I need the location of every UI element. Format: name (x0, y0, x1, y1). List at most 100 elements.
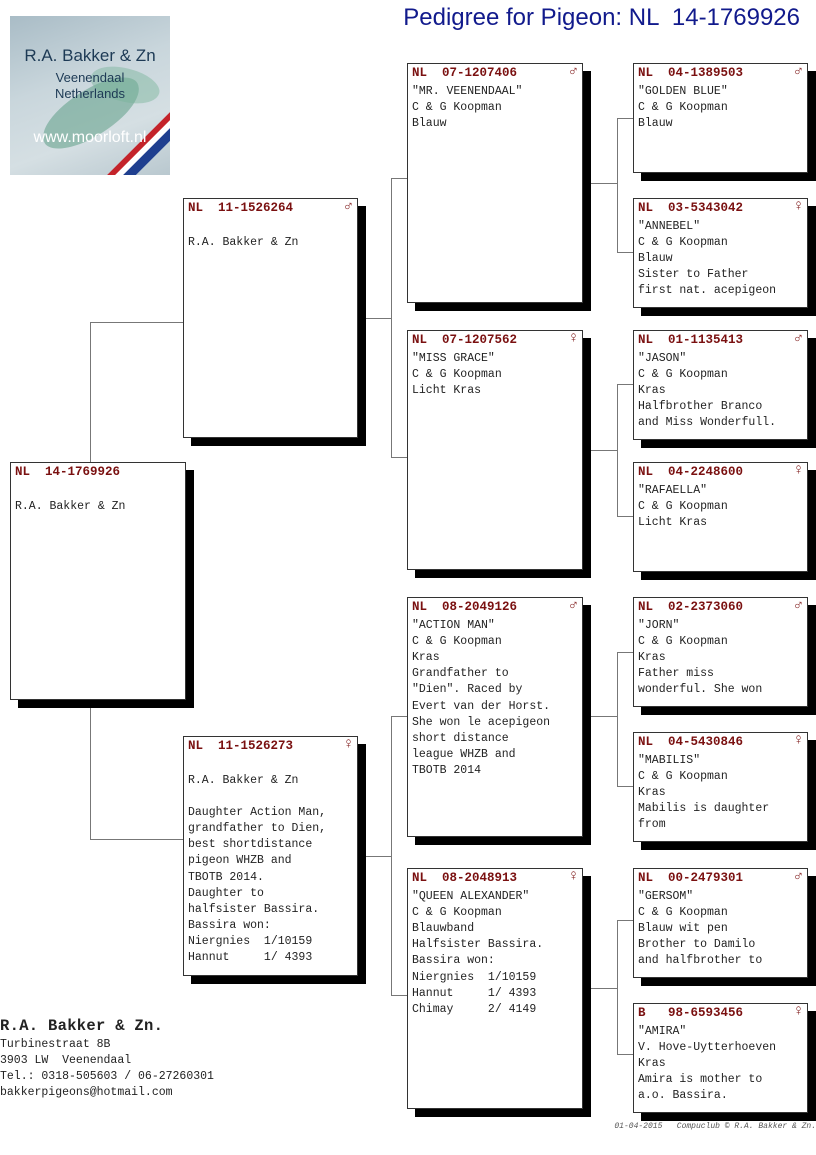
pigeon-info-line: C & G Koopman (638, 635, 728, 649)
ring-number: NL 04-1389503 (638, 66, 744, 80)
pigeon-info-line: Bassira won: (188, 918, 271, 932)
pigeon-info-line: Niergnies 1/10159 (188, 934, 313, 948)
pigeon-info-line: "RAFAELLA" (638, 484, 708, 498)
pigeon-info-line: Chimay 2/ 4149 (412, 1002, 537, 1016)
pigeon-info-line: "AMIRA" (638, 1025, 687, 1039)
ring-number: NL 07-1207406 (412, 66, 518, 80)
pigeon-info-line: pigeon WHZB and (188, 854, 292, 868)
pigeon-info-line: She won le acepigeon (412, 715, 551, 729)
pigeon-info-line: C & G Koopman (638, 236, 728, 250)
sex-symbol-icon: ♀ (568, 330, 578, 347)
pigeon-info-line: Evert van der Horst. (412, 699, 551, 713)
pigeon-info-line: and Miss Wonderfull. (638, 416, 777, 430)
sex-symbol-icon: ♂ (568, 597, 578, 614)
breeder-address: R.A. Bakker & Zn. Turbinestraat 8B 3903 … (0, 1018, 214, 1101)
ring-number-header: NL 11-1526273♀ (188, 737, 353, 754)
sex-symbol-icon: ♂ (793, 63, 803, 80)
sex-symbol-icon: ♂ (793, 868, 803, 885)
connector (617, 920, 633, 921)
pigeon-info-line: "Dien". Raced by (412, 683, 523, 697)
pigeon-card-sire[interactable]: NL 11-1526264♂R.A. Bakker & Zn (183, 198, 358, 438)
connector (90, 708, 91, 839)
pigeon-info-line: Kras (638, 651, 666, 665)
pigeon-info-line: C & G Koopman (638, 770, 728, 784)
pigeon-card-dam-dam[interactable]: NL 08-2048913♀"QUEEN ALEXANDER"C & G Koo… (407, 868, 583, 1109)
sex-symbol-icon: ♂ (793, 597, 803, 614)
pigeon-info-line: Blauwband (412, 922, 475, 936)
connector (617, 384, 633, 385)
sex-symbol-icon: ♀ (793, 732, 803, 749)
pigeon-info-line: "GOLDEN BLUE" (638, 85, 728, 99)
pigeon-info-line: C & G Koopman (638, 368, 728, 382)
ring-number: NL 00-2479301 (638, 871, 744, 885)
sex-symbol-icon: ♂ (343, 198, 353, 215)
pigeon-info-line: short distance (412, 731, 509, 745)
pigeon-info-line: TBOTB 2014. (188, 870, 264, 884)
ring-number: NL 14-1769926 (15, 465, 121, 479)
sex-symbol-icon: ♂ (568, 63, 578, 80)
pigeon-info-line: Sister to Father (638, 268, 749, 282)
pigeon-info-line: a.o. Bassira. (638, 1089, 728, 1103)
pigeon-info-line: and halfbrother to (638, 954, 763, 968)
pigeon-info-line: wonderful. She won (638, 683, 763, 697)
connector (391, 716, 407, 717)
logo-country: Netherlands (54, 86, 126, 101)
connector (391, 457, 407, 458)
ring-number-header: NL 04-5430846♀ (638, 732, 803, 750)
pigeon-info-line: "ACTION MAN" (412, 619, 495, 633)
connector (591, 450, 617, 451)
pigeon-info-line: Blauw (412, 117, 447, 131)
connector (617, 384, 618, 516)
pigeon-info-line: Amira is mother to (638, 1073, 763, 1087)
email-address[interactable]: bakkerpigeons@hotmail.com (0, 1086, 173, 1099)
logo-city: Veenendaal (55, 70, 125, 85)
pigeon-card-sire-sire[interactable]: NL 07-1207406♂"MR. VEENENDAAL"C & G Koop… (407, 63, 583, 303)
pigeon-info-line: Niergnies 1/10159 (412, 970, 537, 984)
connector (391, 178, 407, 179)
pigeon-info-line: R.A. Bakker & Zn (188, 774, 299, 788)
pigeon-card-sire-sire-sire[interactable]: NL 04-1389503♂"GOLDEN BLUE"C & G Koopman… (633, 63, 808, 173)
sex-symbol-icon: ♂ (793, 330, 803, 347)
pigeon-info-line: Kras (638, 786, 666, 800)
pigeon-info-line: "ANNEBEL" (638, 220, 701, 234)
connector (617, 920, 618, 1054)
connector (617, 118, 618, 252)
connector (90, 839, 183, 840)
pigeon-card-dam-dam-dam[interactable]: B 98-6593456♀"AMIRA"V. Hove-Uytterhoeven… (633, 1003, 808, 1113)
ring-number: NL 04-2248600 (638, 465, 744, 479)
blank-line (188, 219, 353, 235)
blank-line (188, 789, 353, 805)
pigeon-info-line: league WHZB and (412, 747, 516, 761)
pigeon-info-line: Daughter Action Man, (188, 806, 327, 820)
pigeon-card-dam[interactable]: NL 11-1526273♀ R.A. Bakker & Zn Daughter A… (183, 736, 358, 976)
pigeon-info-line: Blauw (638, 117, 673, 131)
pigeon-info-line: C & G Koopman (412, 635, 502, 649)
pigeon-info-line: C & G Koopman (638, 906, 728, 920)
pigeon-info-line: C & G Koopman (412, 906, 502, 920)
print-credit: 01-04-2015 Compuclub © R.A. Bakker & Zn. (614, 1122, 816, 1131)
pigeon-info-line: C & G Koopman (412, 368, 502, 382)
ring-number-header: NL 07-1207562♀ (412, 330, 578, 348)
connector (90, 322, 91, 462)
pigeon-info-line: Hannut 1/ 4393 (412, 986, 537, 1000)
sex-symbol-icon: ♀ (793, 1003, 803, 1020)
ring-number-header: NL 02-2373060♂ (638, 597, 803, 615)
ring-number: NL 11-1526264 (188, 201, 294, 215)
ring-number-header: NL 04-2248600♀ (638, 463, 803, 480)
pigeon-info-line: Brother to Damilo (638, 938, 756, 952)
blank-line (15, 483, 181, 499)
pigeon-info-line: Kras (638, 1057, 666, 1071)
ring-number-header: NL 03-5343042♀ (638, 199, 803, 216)
ring-number: NL 01-1135413 (638, 333, 744, 347)
pigeon-info-line: Hannut 1/ 4393 (188, 951, 313, 965)
connector (617, 1054, 633, 1055)
